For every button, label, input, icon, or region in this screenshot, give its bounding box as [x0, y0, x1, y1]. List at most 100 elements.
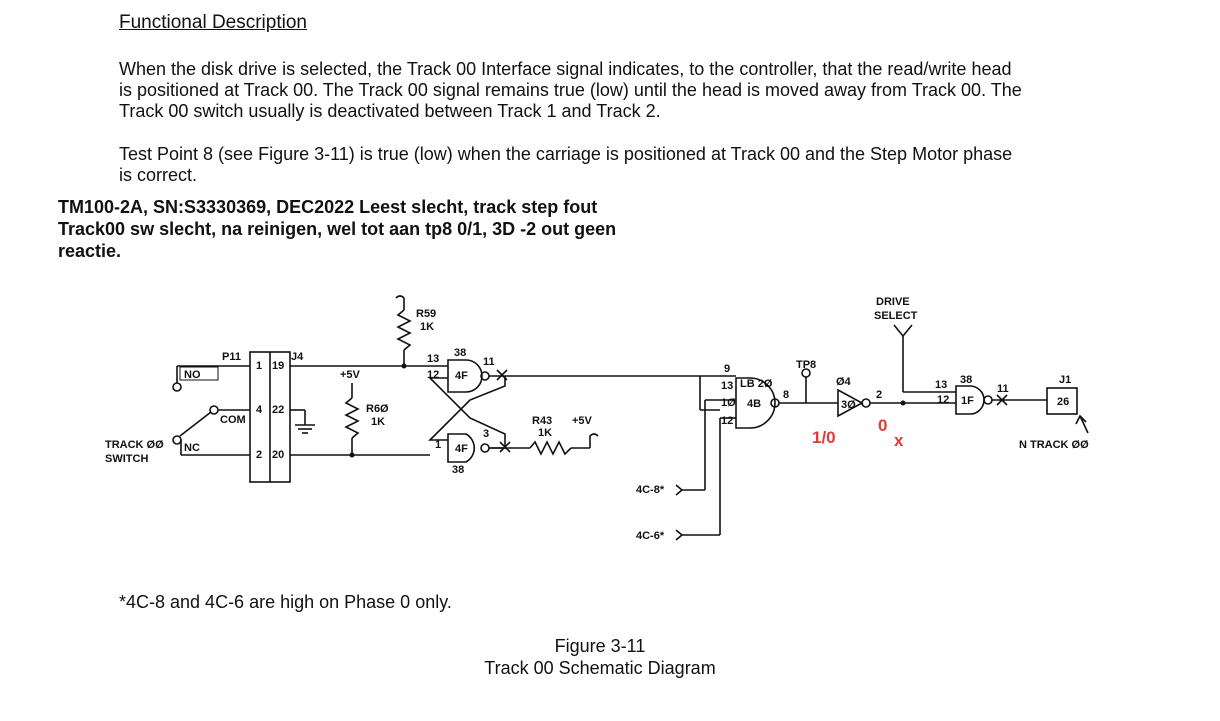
gate-lb20-4b	[735, 377, 776, 429]
switch-lever	[179, 411, 212, 437]
label-nc: NC	[184, 442, 200, 454]
annotation-note: TM100-2A, SN:S3330369, DEC2022 Leest sle…	[58, 196, 678, 262]
pin-4f-12: 12	[427, 369, 439, 381]
label-4f-bottom: 4F	[455, 443, 468, 455]
paragraph-track00-signal: When the disk drive is selected, the Tra…	[119, 59, 1089, 122]
no-label-box	[179, 366, 219, 381]
label-plus5v-b: +5V	[572, 415, 593, 427]
gate-4f-bottom	[447, 433, 475, 463]
wire-cross-a	[428, 377, 506, 449]
pin-4: 4	[256, 404, 263, 416]
junction-dot	[900, 400, 906, 406]
pin-19: 19	[272, 360, 284, 372]
label-j4: J4	[291, 351, 304, 363]
arrow-ntrack	[1079, 415, 1089, 434]
pin-4f-out-3: 3	[483, 428, 489, 440]
label-n-track00: N TRACK ØØ	[1019, 439, 1089, 451]
note-line: Track00 sw slecht, na reinigen, wel tot …	[58, 219, 617, 239]
contact-nc	[172, 435, 182, 445]
pin-1f-12: 12	[937, 394, 949, 406]
mark-x	[499, 441, 511, 453]
pin-1: 1	[256, 360, 262, 372]
label-p11: P11	[222, 351, 241, 363]
label-r43: R43	[532, 415, 552, 427]
label-lb20: LB 2Ø	[740, 378, 773, 390]
wire-cross-b	[428, 376, 506, 441]
label-1f: 1F	[961, 395, 974, 407]
resistor-r43	[529, 440, 572, 456]
pin-lb-10: 1Ø	[721, 397, 736, 409]
arrow-4c6	[675, 529, 684, 541]
label-no: NO	[184, 369, 201, 381]
pin-22: 22	[272, 404, 284, 416]
mark-x	[996, 394, 1008, 406]
annotation-1-0: 1/0	[812, 428, 836, 447]
resistor-r59	[396, 309, 412, 351]
junction-dot	[349, 452, 355, 458]
pin-4f-13: 13	[427, 353, 439, 365]
buffer-04	[837, 388, 864, 418]
pin-buf-out-2: 2	[876, 389, 882, 401]
label-4b: 4B	[747, 398, 761, 410]
paragraph-test-point: Test Point 8 (see Figure 3-11) is true (…	[119, 144, 1089, 186]
figure-number: Figure 3-11	[554, 636, 646, 656]
pin-lb-12: 12	[721, 415, 733, 427]
r59-supply	[395, 295, 405, 299]
pin-20: 20	[272, 449, 284, 461]
footnote: *4C-8 and 4C-6 are high on Phase 0 only.	[119, 592, 452, 612]
label-4f-top-38: 38	[454, 347, 466, 359]
paragraph-line: Track 00 switch usually is deactivated b…	[119, 101, 661, 121]
test-point-tp8[interactable]	[801, 368, 811, 378]
contact-com	[209, 405, 219, 415]
label-r60: R6Ø	[366, 403, 389, 415]
label-4f-top: 4F	[455, 370, 468, 382]
gate-4f-bottom-bubble	[480, 443, 490, 453]
resistor-r60	[344, 397, 360, 439]
section-heading: Functional Description	[119, 12, 307, 33]
pin-j1-26: 26	[1057, 396, 1069, 408]
r43-supply	[589, 433, 599, 448]
arrow-drive-select	[893, 324, 913, 338]
annotation-0: 0	[878, 416, 887, 435]
pin-1f-13: 13	[935, 379, 947, 391]
pin-2: 2	[256, 449, 262, 461]
gate-1f-bubble	[983, 395, 993, 405]
connector-j1	[1046, 387, 1078, 415]
paragraph-line: is positioned at Track 00. The Track 00 …	[119, 80, 1022, 100]
label-r43-value: 1K	[538, 427, 552, 439]
label-switch-2: SWITCH	[105, 453, 148, 465]
pin-lb-out-8: 8	[783, 389, 789, 401]
paragraph-line: Test Point 8 (see Figure 3-11) is true (…	[119, 144, 1013, 164]
pin-lb-13: 13	[721, 380, 733, 392]
pin-4f-1: 1	[435, 439, 441, 451]
paragraph-line: is correct.	[119, 165, 198, 185]
pin-1f-out-11: 11	[997, 383, 1009, 395]
figure-title: Track 00 Schematic Diagram	[484, 658, 716, 678]
label-4f-bottom-38: 38	[452, 464, 464, 476]
note-line: TM100-2A, SN:S3330369, DEC2022 Leest sle…	[58, 197, 598, 217]
label-1f-38: 38	[960, 374, 972, 386]
arrowhead-ntrack	[1075, 414, 1087, 425]
label-com: COM	[220, 414, 246, 426]
paragraph-line: When the disk drive is selected, the Tra…	[119, 59, 1012, 79]
label-r59-value: 1K	[420, 321, 434, 333]
label-04: Ø4	[836, 376, 852, 388]
pin-4f-out-11: 11	[483, 356, 495, 368]
note-line: reactie.	[58, 241, 122, 261]
label-r59: R59	[416, 308, 436, 320]
label-select: SELECT	[874, 310, 918, 322]
label-switch-1: TRACK ØØ	[105, 439, 164, 451]
label-30: 3Ø	[841, 399, 856, 411]
label-4c8: 4C-8*	[636, 484, 665, 496]
mark-x	[496, 369, 508, 381]
label-drive: DRIVE	[876, 296, 910, 308]
label-tp8: TP8	[796, 359, 816, 371]
contact-no	[172, 382, 182, 392]
label-plus5v-a: +5V	[340, 369, 361, 381]
annotation-x: x	[894, 431, 904, 450]
arrow-4c8	[675, 484, 684, 496]
pin-lb-9: 9	[724, 363, 730, 375]
label-r60-value: 1K	[371, 416, 385, 428]
label-j1: J1	[1059, 374, 1071, 386]
